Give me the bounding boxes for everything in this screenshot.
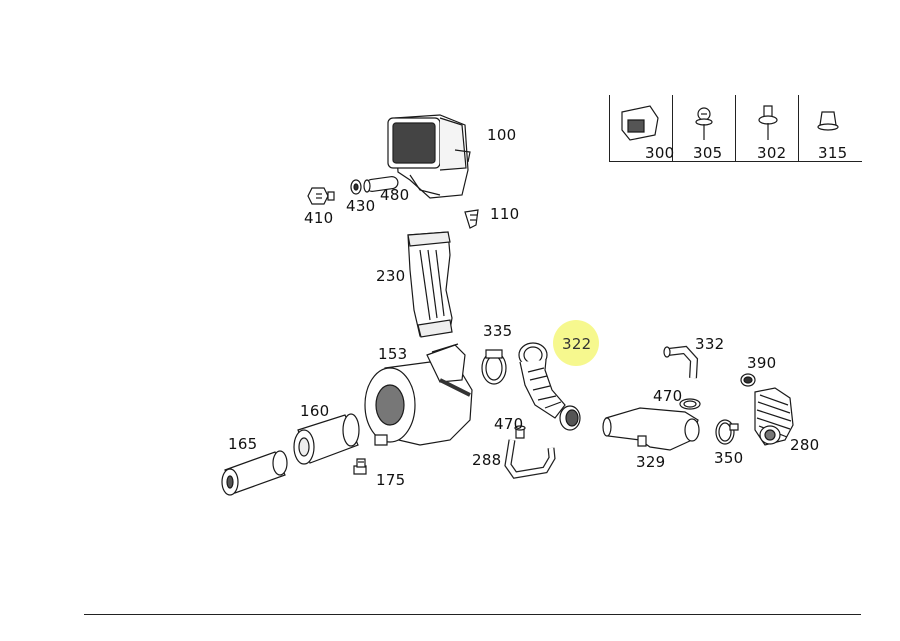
legend-divider [798,95,799,161]
legend-divider [735,95,736,161]
part-165-filter-element[interactable] [222,451,287,495]
label-410[interactable]: 410 [304,209,334,227]
part-335-hose-clamp[interactable] [482,350,506,384]
label-322[interactable]: 322 [562,335,592,353]
label-335[interactable]: 335 [483,322,513,340]
label-165[interactable]: 165 [228,435,258,453]
part-322-air-hose[interactable] [519,343,580,430]
label-390[interactable]: 390 [747,354,777,372]
label-230[interactable]: 230 [376,267,406,285]
label-350[interactable]: 350 [714,449,744,467]
label-110[interactable]: 110 [490,205,520,223]
part-470-clamp-right[interactable] [680,399,700,409]
label-430[interactable]: 430 [346,197,376,215]
footer-rule [84,614,861,615]
part-329-tube[interactable] [603,408,699,450]
part-175-drain-valve[interactable] [354,459,366,474]
part-100-intake-hood[interactable] [388,115,470,198]
part-410-bolt[interactable] [308,188,334,204]
label-160[interactable]: 160 [300,402,330,420]
part-332-elbow-hose[interactable] [664,347,694,378]
label-280[interactable]: 280 [790,436,820,454]
label-153[interactable]: 153 [378,345,408,363]
label-470-right[interactable]: 470 [653,387,683,405]
label-175[interactable]: 175 [376,471,406,489]
legend-icon-305-screw[interactable] [696,108,712,140]
legend-label-315[interactable]: 315 [818,144,848,162]
legend-label-300[interactable]: 300 [645,144,675,162]
part-110-plug[interactable] [465,210,478,228]
part-160-filter-element[interactable] [294,414,359,464]
legend-table [609,95,862,162]
label-100[interactable]: 100 [487,126,517,144]
part-350-hose-clamp[interactable] [716,420,738,444]
highlight-callout [553,320,599,366]
label-288[interactable]: 288 [472,451,502,469]
label-332[interactable]: 332 [695,335,725,353]
part-470-fitting-left[interactable] [515,426,525,438]
label-470-left[interactable]: 470 [494,415,524,433]
legend-icon-302-stud[interactable] [759,106,777,140]
part-390-clamp[interactable] [741,374,755,386]
legend-label-302[interactable]: 302 [757,144,787,162]
part-153-filter-housing[interactable] [365,344,472,445]
part-230-intake-duct[interactable] [408,232,452,337]
part-430-washer[interactable] [351,180,361,194]
legend-icon-300-bracket[interactable] [622,106,658,140]
part-280-corrugated-hose[interactable] [755,388,793,445]
legend-icon-315-cap[interactable] [818,112,838,130]
part-288-hose[interactable] [508,440,552,475]
legend-label-305[interactable]: 305 [693,144,723,162]
label-329[interactable]: 329 [636,453,666,471]
legend-divider [672,95,673,161]
label-480[interactable]: 480 [380,186,410,204]
part-480-sleeve[interactable] [364,176,399,192]
